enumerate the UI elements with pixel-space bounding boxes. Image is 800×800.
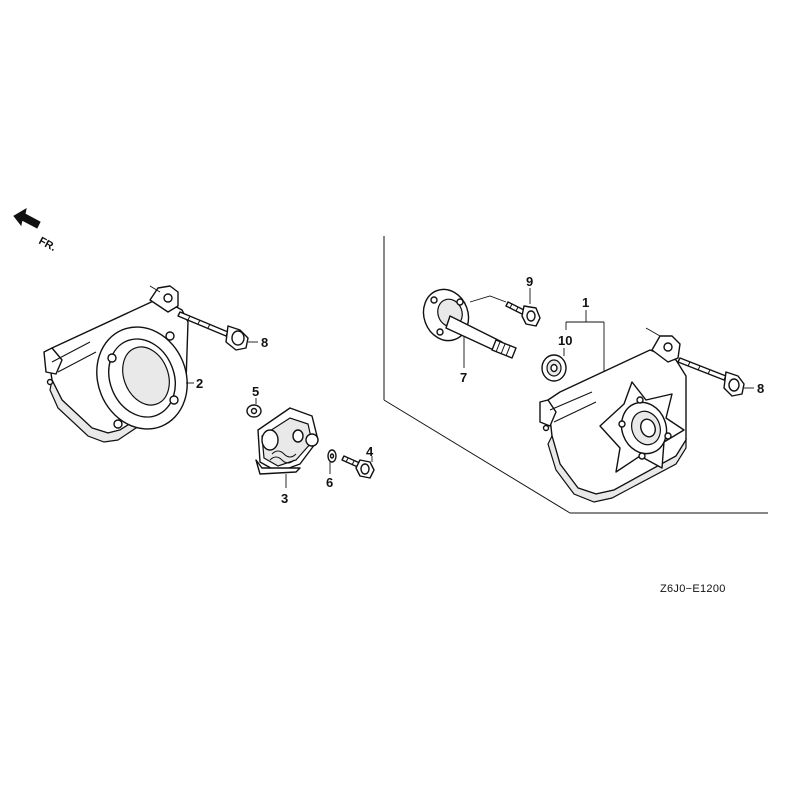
assembly-boundary [383, 236, 768, 514]
bolt-part-9 [505, 301, 541, 327]
clutch-case-part-1 [539, 335, 687, 503]
bolt-part-4 [341, 455, 375, 479]
clutch-cover-part-2 [43, 285, 189, 443]
bolt-part-8-right [645, 327, 745, 397]
front-arrow-icon [13, 208, 41, 229]
bolt-part-8-left [149, 285, 249, 351]
callout-part-6: 6 [326, 475, 333, 490]
front-label: FR. [37, 235, 58, 254]
callout-part-1: 1 [582, 295, 589, 310]
callout-part-10: 10 [558, 333, 572, 348]
callout-part-9: 9 [526, 274, 533, 289]
clutch-part-3 [255, 407, 319, 475]
callout-part-7: 7 [460, 370, 467, 385]
callout-part-4: 4 [366, 444, 374, 459]
shaft-part-7 [422, 288, 517, 359]
callout-part-8-right: 8 [757, 381, 764, 396]
front-direction-indicator: FR. [13, 208, 58, 254]
washer-part-6 [327, 449, 337, 463]
callout-part-8-left: 8 [261, 335, 268, 350]
bearing-part-10 [541, 354, 567, 382]
diagram-code: Z6J0−E1200 [660, 583, 726, 595]
callout-part-5: 5 [252, 384, 259, 399]
callout-part-2: 2 [196, 376, 203, 391]
washer-part-5 [246, 404, 262, 418]
callout-part-3: 3 [281, 491, 288, 506]
